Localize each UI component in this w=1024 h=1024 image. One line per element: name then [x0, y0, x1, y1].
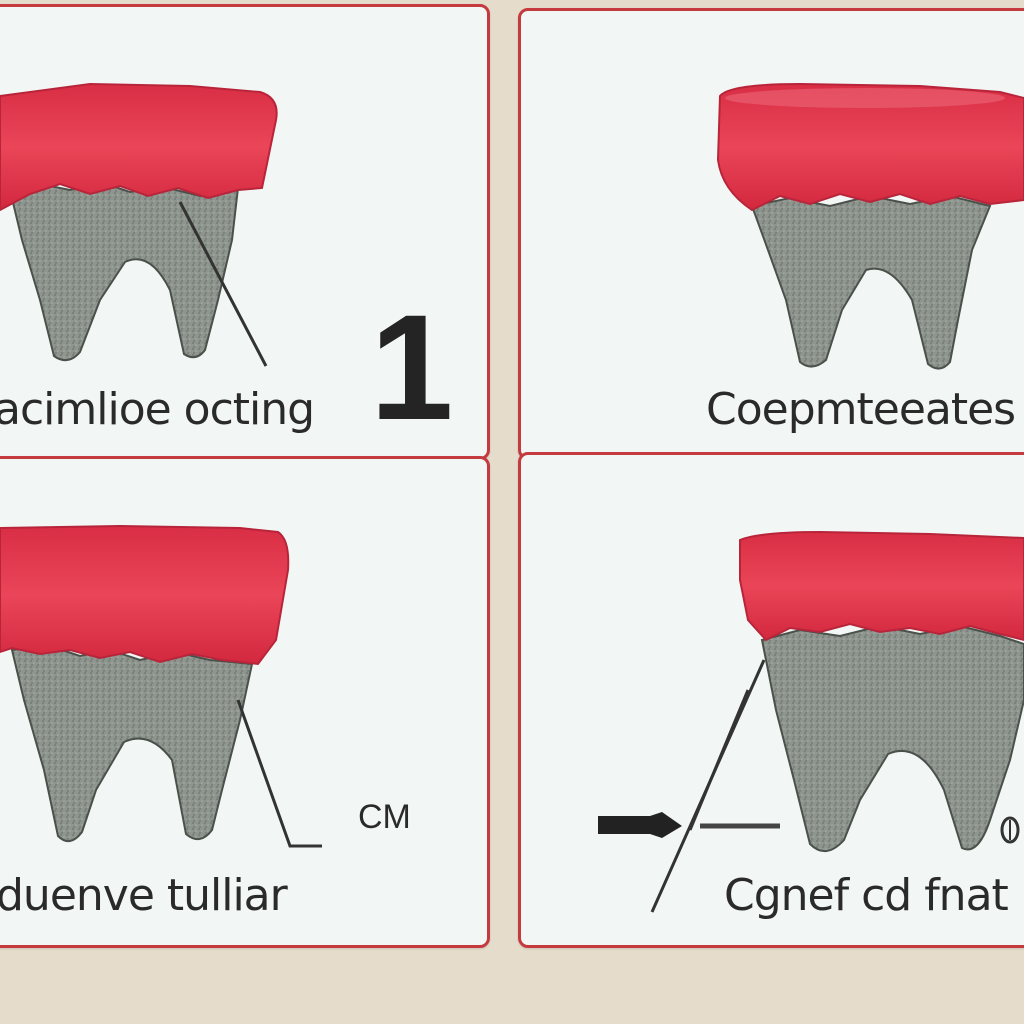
tooth-body: [10, 644, 254, 843]
panel-1-caption: acimlioe octing: [0, 384, 315, 435]
gum: [0, 524, 290, 666]
cm-label: CM: [358, 798, 411, 836]
pointer-line: [236, 699, 322, 848]
tooth-bottom-right: [598, 530, 1024, 913]
tooth-body: [760, 624, 1024, 852]
gum: [739, 530, 1024, 642]
seed-mark: [1000, 816, 1020, 844]
pointer-line: [178, 201, 268, 367]
tooth-body: [750, 194, 992, 370]
arrow-marker: [598, 812, 682, 838]
tooth-top-left: [0, 82, 278, 367]
tooth-body: [8, 180, 240, 362]
panel-2-caption: Coepmteeates: [706, 384, 1016, 435]
gum: [716, 82, 1024, 212]
gum: [0, 82, 278, 212]
panel-3-caption: duenve tulliar: [0, 870, 288, 921]
panel-4-caption: Cgnef cd fnat: [724, 870, 1009, 921]
panel-number: 1: [370, 283, 454, 451]
tooth-bottom-left: [0, 524, 322, 848]
tooth-top-right: [716, 82, 1024, 370]
